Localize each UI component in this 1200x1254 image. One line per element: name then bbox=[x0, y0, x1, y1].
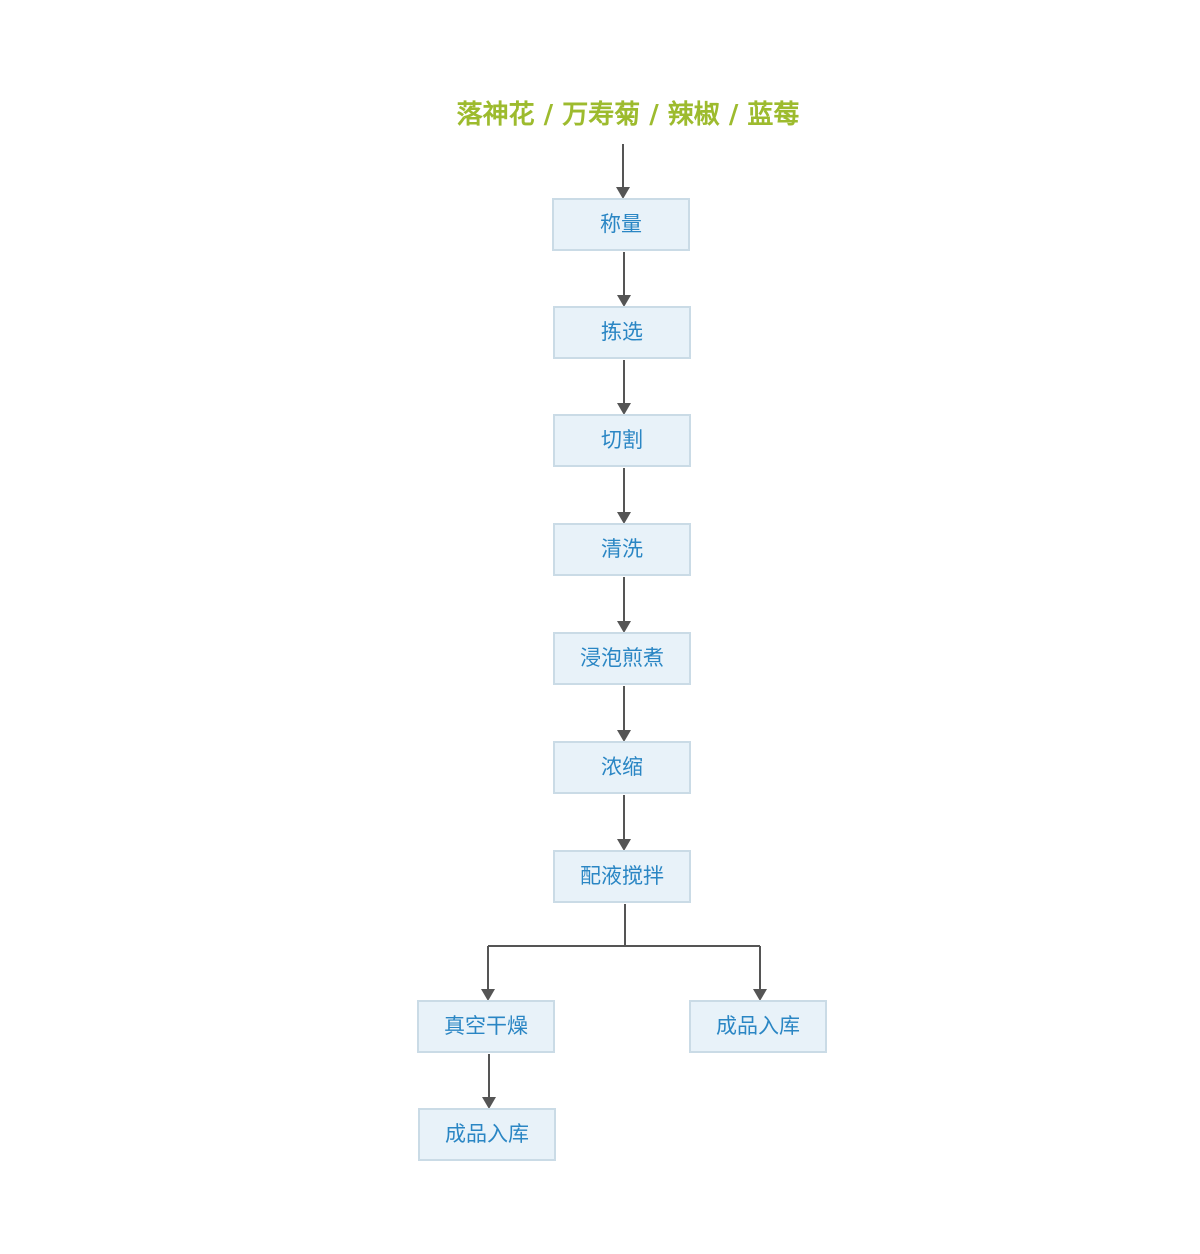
step-storage-right: 成品入库 bbox=[689, 1000, 827, 1053]
step-sorting: 拣选 bbox=[553, 306, 691, 359]
diagram-title: 落神花 / 万寿菊 / 辣椒 / 蓝莓 bbox=[456, 100, 800, 130]
step-cutting: 切割 bbox=[553, 414, 691, 467]
step-concentrating: 浓缩 bbox=[553, 741, 691, 794]
step-storage-left: 成品入库 bbox=[418, 1108, 556, 1161]
step-weighing: 称量 bbox=[552, 198, 690, 251]
step-mixing: 配液搅拌 bbox=[553, 850, 691, 903]
step-vacuum-drying: 真空干燥 bbox=[417, 1000, 555, 1053]
step-washing: 清洗 bbox=[553, 523, 691, 576]
step-soaking-decocting: 浸泡煎煮 bbox=[553, 632, 691, 685]
